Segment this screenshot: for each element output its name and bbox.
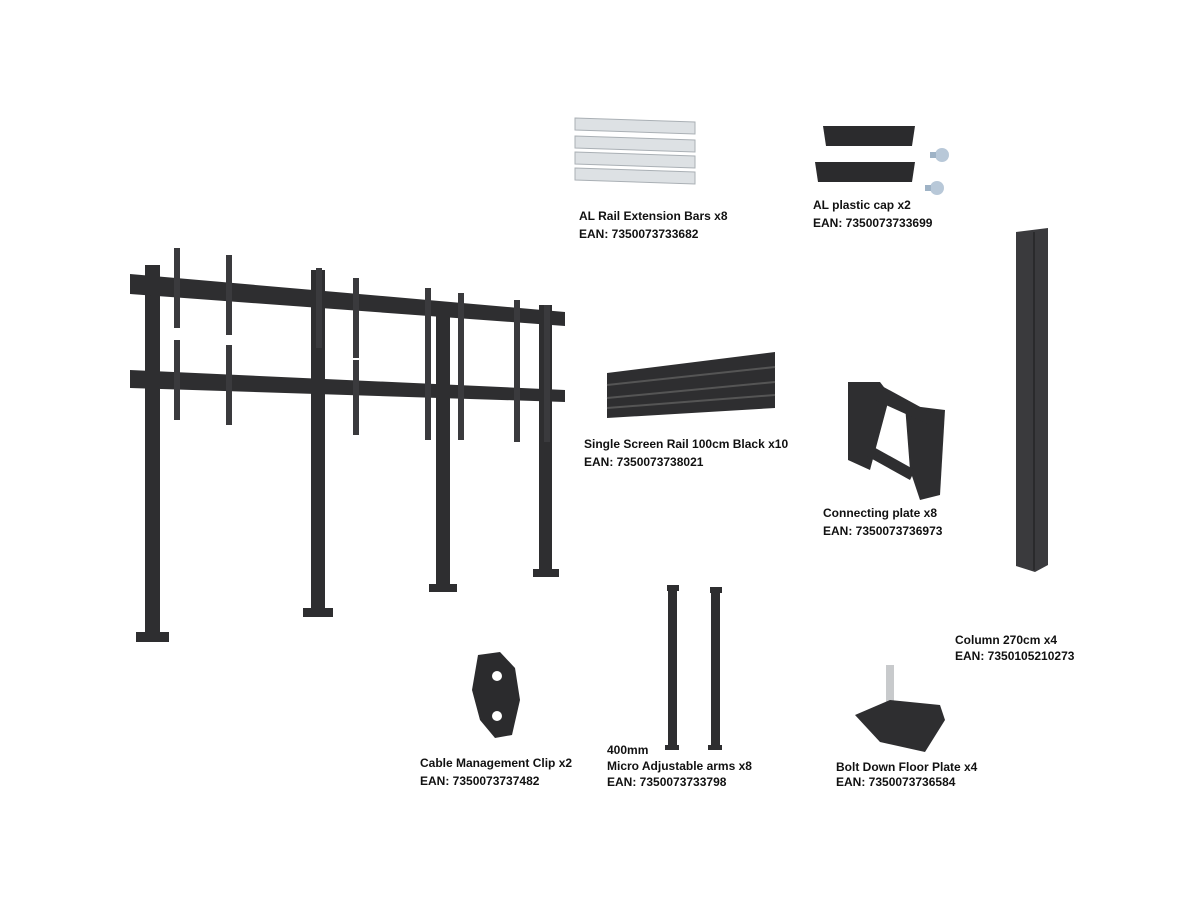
- rail-extension-bars-image: [574, 117, 696, 185]
- bottom-rail: [130, 370, 565, 402]
- micro-arms-image: [665, 585, 722, 750]
- part-name: Column 270cm x4: [955, 633, 1058, 647]
- part-name: Bolt Down Floor Plate x4: [836, 760, 978, 774]
- column-1: [145, 265, 160, 640]
- part-ean: EAN: 7350105210273: [955, 649, 1075, 663]
- label-single-screen-rail: Single Screen Rail 100cm Black x10 EAN: …: [584, 435, 788, 471]
- label-micro-arms: 400mm Micro Adjustable arms x8 EAN: 7350…: [607, 742, 752, 790]
- column-2: [311, 270, 325, 615]
- single-screen-rail-image: [606, 352, 776, 418]
- part-name: Single Screen Rail 100cm Black x10: [584, 437, 789, 451]
- floor-plate-image: [855, 665, 945, 752]
- cable-clip-image: [472, 652, 520, 738]
- part-ean: EAN: 7350073733682: [579, 227, 699, 241]
- column-image: [1016, 228, 1048, 572]
- column-3: [436, 305, 450, 590]
- label-floor-plate: Bolt Down Floor Plate x4 EAN: 7350073736…: [836, 760, 977, 790]
- label-rail-extension-bars: AL Rail Extension Bars x8 EAN: 735007373…: [579, 207, 728, 243]
- part-ean: EAN: 7350073736584: [836, 775, 956, 789]
- part-name: Micro Adjustable arms x8: [607, 759, 752, 773]
- plastic-cap-image: [815, 126, 949, 195]
- part-name: Cable Management Clip x2: [420, 756, 573, 770]
- label-connecting-plate: Connecting plate x8 EAN: 7350073736973: [823, 504, 942, 540]
- part-ean: EAN: 7350073738021: [584, 455, 704, 469]
- label-cable-clip: Cable Management Clip x2 EAN: 7350073737…: [420, 754, 572, 790]
- assembled-video-wall-stand: [130, 248, 565, 642]
- part-name: AL Rail Extension Bars x8: [579, 209, 728, 223]
- label-plastic-cap: AL plastic cap x2 EAN: 7350073733699: [813, 196, 932, 232]
- part-name: AL plastic cap x2: [813, 198, 911, 212]
- connecting-plate-image: [848, 382, 945, 500]
- part-ean: EAN: 7350073733699: [813, 216, 933, 230]
- part-name: Connecting plate x8: [823, 506, 938, 520]
- part-size: 400mm: [607, 743, 649, 757]
- part-ean: EAN: 7350073737482: [420, 774, 540, 788]
- part-ean: EAN: 7350073736973: [823, 524, 943, 538]
- part-ean: EAN: 7350073733798: [607, 775, 727, 789]
- label-column: Column 270cm x4 EAN: 7350105210273: [955, 632, 1074, 664]
- top-rail: [130, 274, 565, 326]
